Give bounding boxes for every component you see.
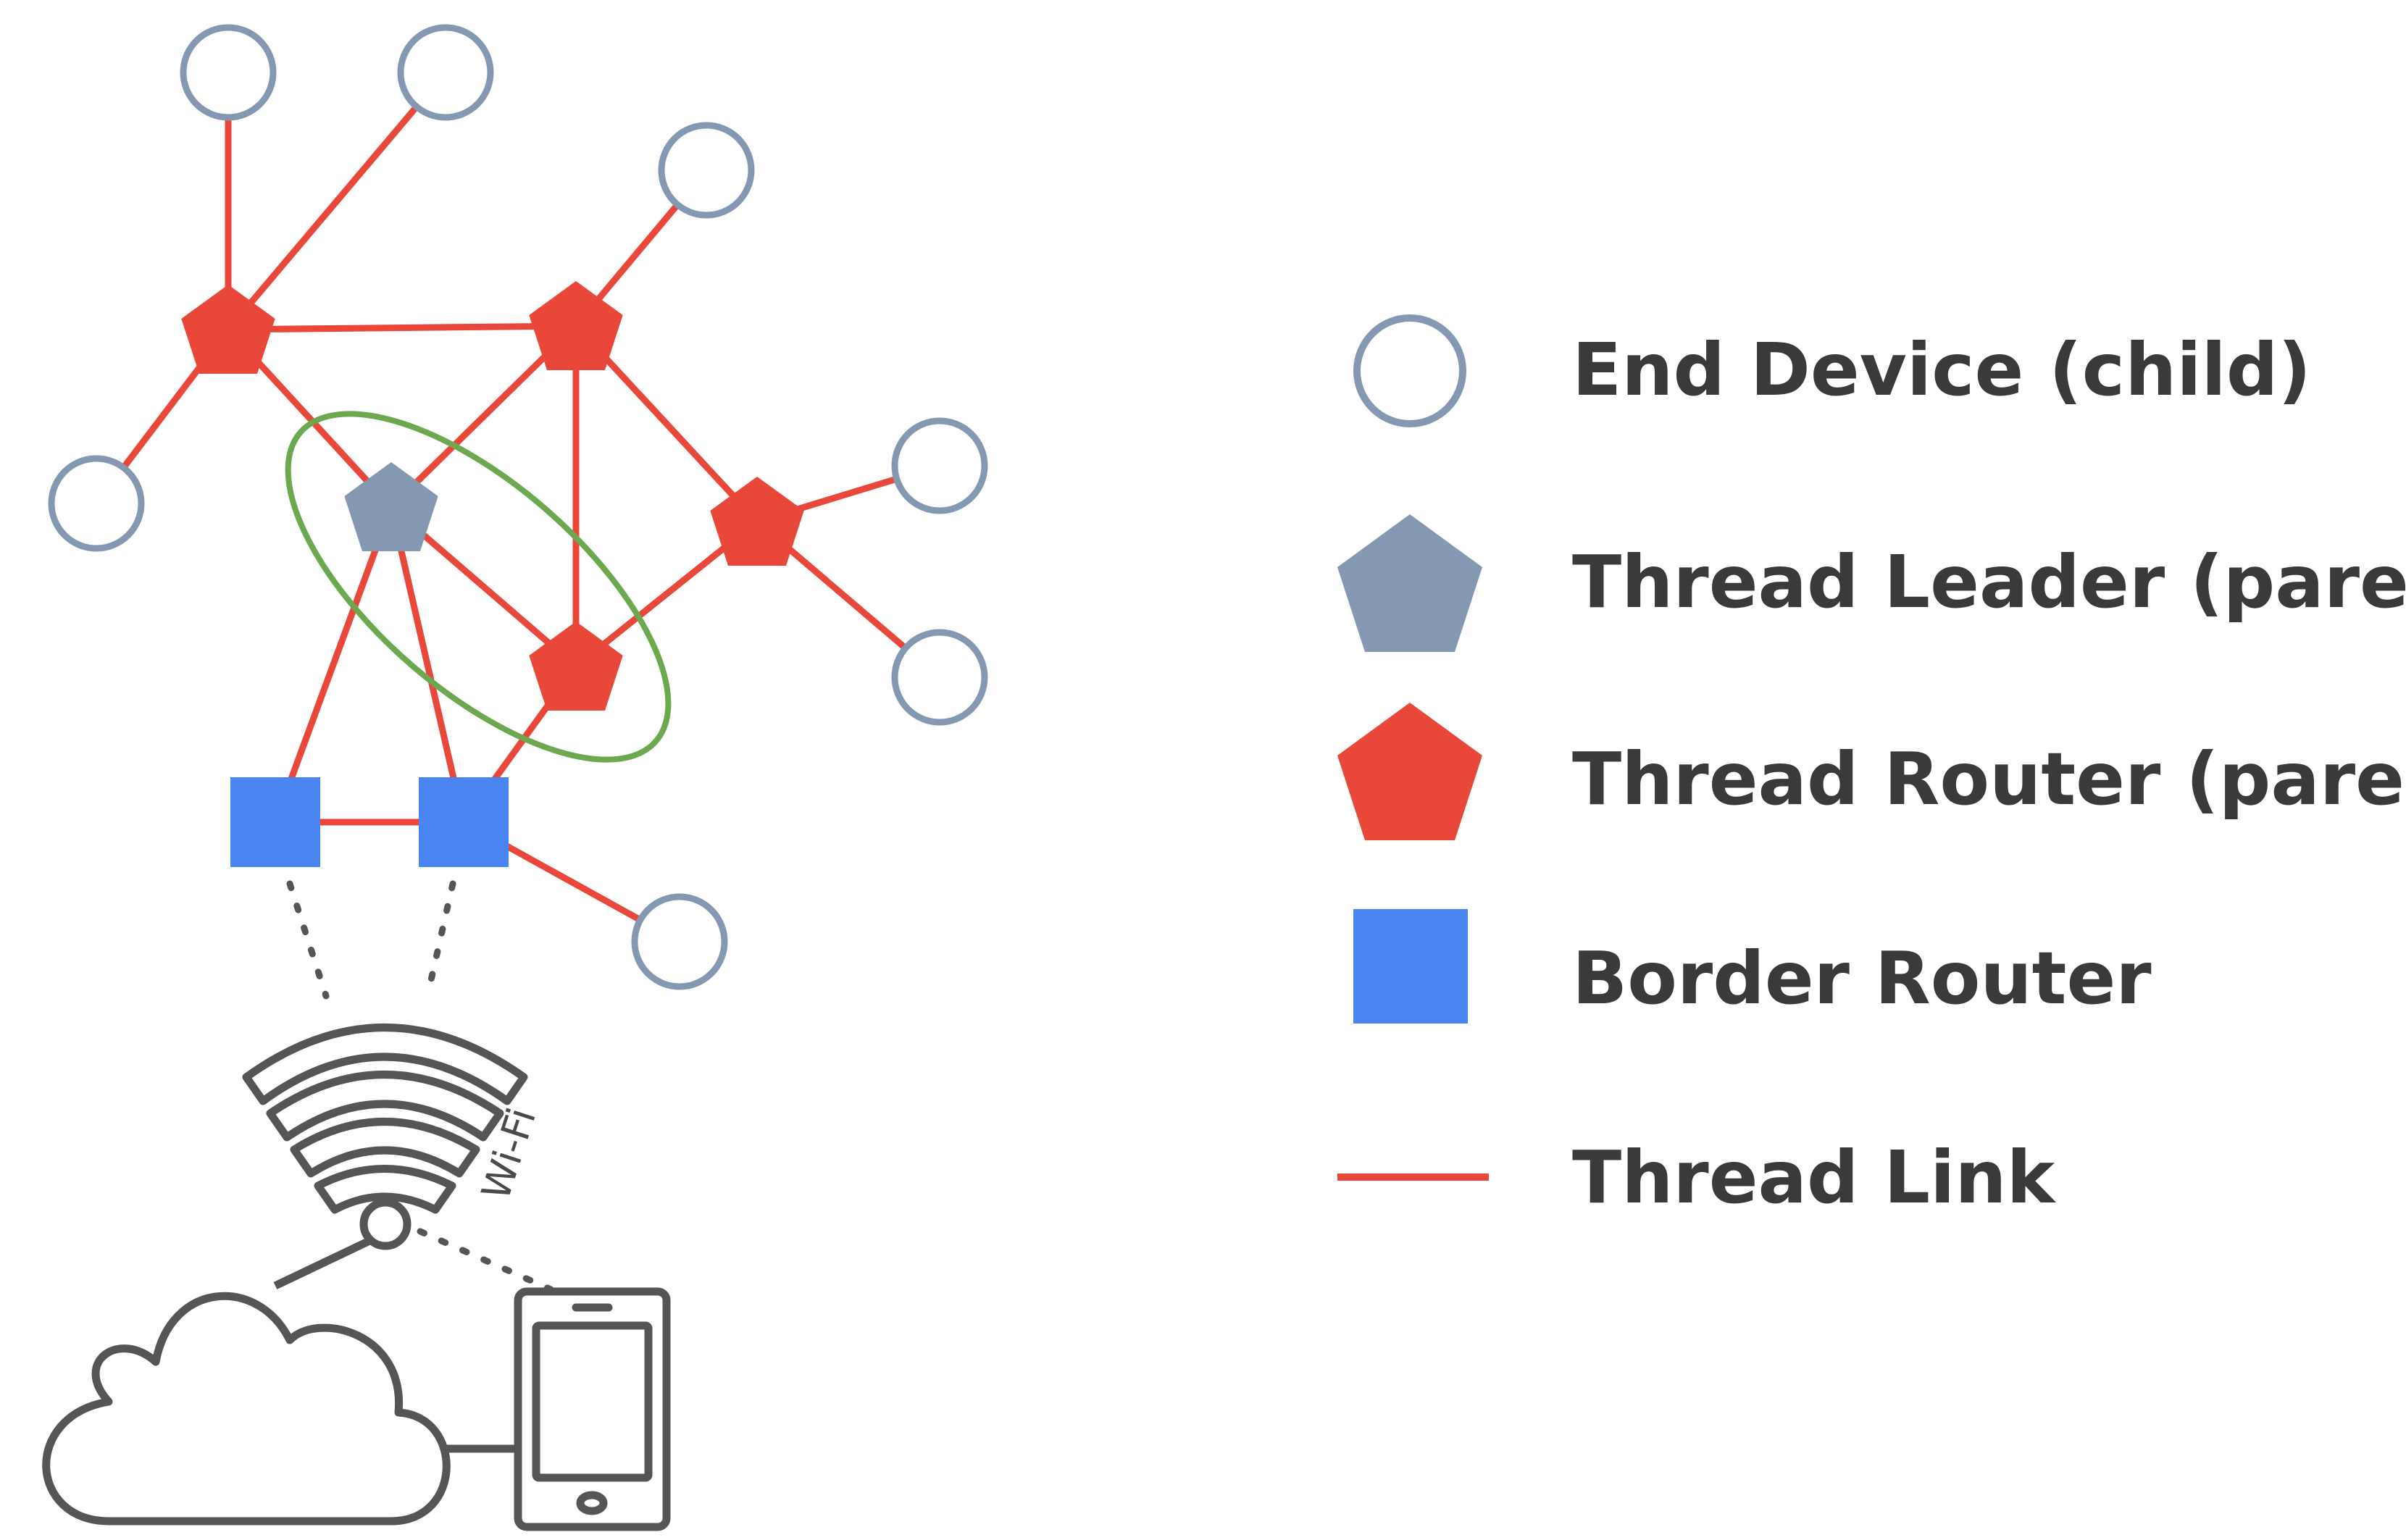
thread-router-node: [529, 281, 623, 370]
dotted-link-br1-wifi: [286, 880, 330, 1000]
border-router-node: [230, 777, 320, 867]
legend-square-icon: [1353, 909, 1468, 1024]
end-device-node: [180, 24, 277, 121]
legend-label-thread-leader: Thread Leader (parent): [1572, 540, 2406, 624]
thread-link-leader-b1: [272, 506, 395, 824]
dotted-link-br2-wifi: [424, 880, 456, 1000]
end-device-node: [891, 417, 988, 514]
thread-router-node: [529, 622, 623, 711]
cloud-icon: [42, 1292, 451, 1526]
border-router-node: [419, 777, 509, 867]
legend-item-end-device: End Device (child): [1353, 314, 2311, 427]
thread-link-leader-b2: [388, 506, 467, 824]
wifi-icon: [242, 1024, 528, 1250]
legend-item-thread-router: Thread Router (parent): [1337, 703, 2406, 840]
leader-ellipse: [285, 411, 672, 763]
thread-nodes: [48, 24, 988, 990]
end-device-node: [397, 24, 494, 121]
thread-link-r1-e2: [225, 70, 448, 332]
legend-label-thread-link: Thread Link: [1572, 1135, 2057, 1220]
thread-router-node: [181, 285, 275, 374]
thread-leader-node: [344, 462, 438, 551]
end-device-node: [658, 122, 755, 219]
end-device-node: [48, 455, 145, 552]
legend-label-thread-router: Thread Router (parent): [1572, 737, 2406, 821]
legend-item-thread-link: Thread Link: [1337, 1135, 2057, 1220]
legend: End Device (child) Thread Leader (parent…: [1337, 314, 2406, 1220]
dotted-link-wifi-phone: [417, 1228, 554, 1293]
phone-icon: [514, 1287, 671, 1531]
legend-circle-icon: [1353, 314, 1466, 427]
legend-item-border-router: Border Router: [1353, 909, 2152, 1024]
thread-links: [93, 70, 942, 945]
wifi-cloud-connector: [273, 1237, 372, 1289]
legend-label-end-device: End Device (child): [1572, 327, 2311, 412]
end-device-node: [631, 893, 728, 990]
thread-link-r1-r2: [227, 322, 577, 333]
infrastructure: [42, 880, 671, 1531]
legend-label-border-router: Border Router: [1572, 936, 2152, 1021]
thread-router-node: [710, 477, 804, 566]
legend-leader-pentagon-icon: [1337, 514, 1482, 652]
legend-router-pentagon-icon: [1337, 703, 1482, 840]
end-device-node: [891, 629, 988, 726]
legend-item-thread-leader: Thread Leader (parent): [1337, 514, 2406, 652]
wifi-label: Wi-Fi: [472, 1102, 545, 1205]
